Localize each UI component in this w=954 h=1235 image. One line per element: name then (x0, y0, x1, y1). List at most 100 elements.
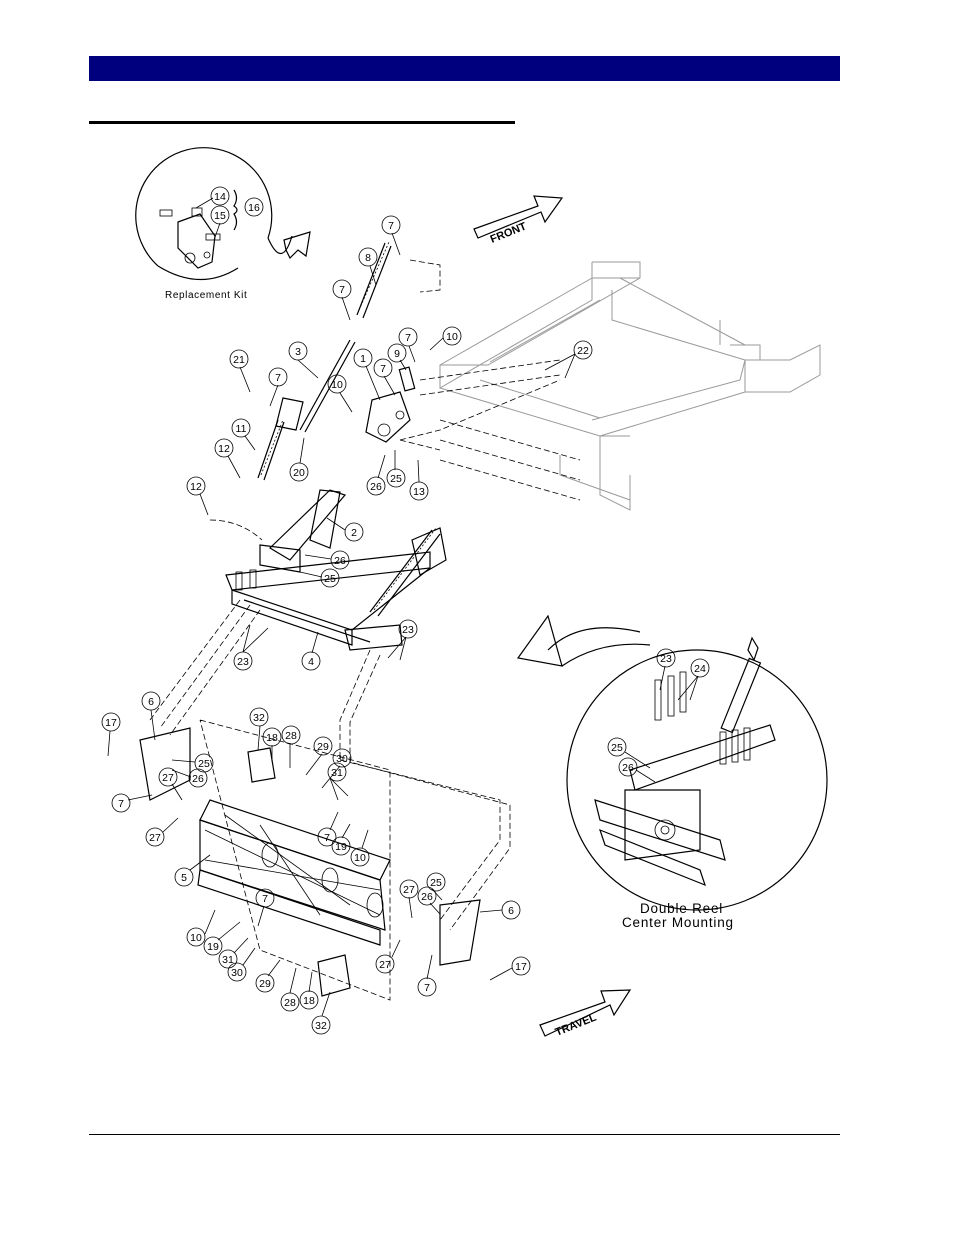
callout-26e: 26 (618, 757, 656, 783)
svg-text:7: 7 (388, 220, 394, 232)
callout-7i: 7 (417, 954, 437, 997)
svg-text:16: 16 (248, 202, 260, 214)
callout-29b: 29 (255, 959, 281, 993)
callout-7g: 7 (317, 811, 339, 847)
callout-23a: 23 (233, 624, 269, 671)
svg-text:12: 12 (218, 443, 230, 455)
front-arrow: FRONT (473, 195, 564, 246)
header-bar (89, 56, 840, 81)
svg-text:11: 11 (236, 423, 247, 435)
callout-27c: 27 (399, 879, 419, 919)
svg-text:25: 25 (198, 758, 210, 770)
svg-text:8: 8 (365, 252, 371, 264)
svg-text:29: 29 (259, 978, 271, 990)
callout-10c: 10 (350, 829, 370, 867)
svg-text:26: 26 (370, 481, 382, 493)
callout-27a: 27 (158, 767, 183, 801)
svg-text:18: 18 (303, 995, 315, 1007)
svg-text:10: 10 (354, 852, 366, 864)
double-reel-inset: Double Reel Center Mounting (516, 614, 828, 930)
callout-17b: 17 (489, 956, 531, 981)
svg-text:26: 26 (622, 762, 634, 774)
svg-text:7: 7 (380, 363, 386, 375)
callout-7h: 7 (255, 888, 275, 927)
callout-18a: 18 (262, 727, 282, 762)
svg-text:28: 28 (285, 730, 297, 742)
svg-text:23: 23 (402, 624, 414, 636)
callout-15: 15 (210, 205, 230, 241)
callout-24: 24 (677, 658, 710, 701)
svg-text:24: 24 (694, 663, 706, 675)
svg-text:6: 6 (508, 905, 514, 917)
assembly-guides (149, 259, 581, 1001)
callout-25d: 25 (426, 872, 446, 901)
callout-6b: 6 (479, 900, 521, 920)
svg-text:4: 4 (308, 656, 314, 668)
svg-text:10: 10 (190, 932, 202, 944)
main-frame (439, 261, 821, 511)
double-reel-caption-line1: Double Reel (640, 901, 723, 916)
svg-text:26: 26 (192, 773, 204, 785)
callout-7b: 7 (332, 279, 352, 321)
callout-26a: 26 (366, 454, 386, 496)
callout-31b: 31 (218, 937, 249, 969)
callout-20: 20 (289, 437, 309, 482)
reel (139, 727, 481, 997)
svg-text:9: 9 (394, 348, 400, 360)
svg-text:12: 12 (190, 481, 202, 493)
travel-arrow: TRAVEL (539, 989, 632, 1039)
svg-text:32: 32 (253, 712, 265, 724)
svg-text:1: 1 (360, 353, 366, 365)
callout-27b: 27 (145, 817, 179, 847)
callout-32a: 32 (249, 707, 269, 751)
callout-12b: 12 (186, 476, 209, 516)
callout-29a: 29 (305, 736, 333, 776)
callout-22: 22 (544, 340, 593, 379)
callout-7f: 7 (111, 793, 153, 813)
svg-text:31: 31 (331, 767, 343, 779)
callout-32b: 32 (311, 991, 331, 1035)
callout-16: 16 (244, 197, 264, 217)
footer-rule (89, 1134, 840, 1135)
callout-9: 9 (387, 343, 407, 371)
callout-30b: 30 (227, 947, 256, 982)
callout-7e: 7 (268, 367, 288, 407)
svg-text:15: 15 (214, 210, 226, 222)
replacement-kit-caption: Replacement Kit (165, 290, 247, 301)
svg-text:3: 3 (295, 346, 301, 358)
callout-30a: 30 (321, 748, 352, 789)
section-title-rule (89, 121, 515, 124)
callout-4: 4 (301, 631, 321, 671)
svg-text:28: 28 (284, 997, 296, 1009)
svg-text:25: 25 (611, 742, 623, 754)
callout-19a: 19 (331, 823, 351, 856)
callout-6a: 6 (141, 691, 161, 741)
callout-26b: 26 (304, 550, 350, 570)
callout-25c: 25 (171, 753, 214, 773)
svg-text:10: 10 (331, 379, 343, 391)
svg-text:7: 7 (339, 284, 345, 296)
callout-23b: 23 (387, 619, 418, 661)
svg-text:7: 7 (324, 832, 330, 844)
svg-text:7: 7 (405, 332, 411, 344)
svg-text:19: 19 (335, 841, 347, 853)
callout-7d: 7 (373, 358, 396, 396)
svg-text:27: 27 (403, 884, 415, 896)
callout-10d: 10 (186, 909, 216, 947)
callout-12a: 12 (214, 438, 241, 479)
svg-text:25: 25 (324, 573, 336, 585)
svg-text:22: 22 (577, 345, 589, 357)
callout-7c: 7 (398, 327, 418, 363)
callout-21: 21 (229, 349, 251, 393)
svg-text:29: 29 (317, 741, 329, 753)
callout-26d: 26 (417, 886, 441, 915)
svg-text:30: 30 (336, 753, 348, 765)
svg-text:10: 10 (446, 331, 458, 343)
callout-10a: 10 (429, 326, 462, 351)
callout-13: 13 (409, 459, 429, 501)
callouts: 1 2 3 4 5 6 6 8 9 10 10 10 10 11 12 12 1… (101, 186, 710, 1035)
svg-text:14: 14 (214, 191, 226, 203)
svg-text:23: 23 (660, 653, 672, 665)
callout-19b: 19 (203, 921, 241, 956)
svg-text:13: 13 (413, 486, 425, 498)
